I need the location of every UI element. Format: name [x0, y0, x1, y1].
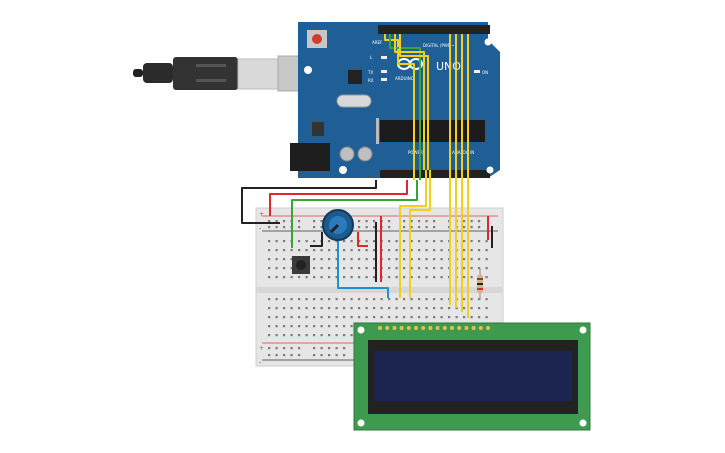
potentiometer-wiper-wire: [337, 238, 389, 298]
digital-label: DIGITAL (PWM~): [423, 43, 457, 48]
tx-label: TX: [367, 70, 373, 75]
yellow-wire-4: [394, 34, 425, 170]
push-button[interactable]: [292, 256, 310, 274]
aref-label: AREF: [372, 40, 383, 45]
pot-vcc-wire: [357, 232, 368, 247]
l-led-label: L: [370, 55, 373, 60]
potentiometer-knob[interactable]: [329, 223, 340, 234]
yellow-wire-2: [409, 170, 431, 298]
power-analog-header: [380, 170, 490, 178]
top-plus-rail-label: +: [259, 211, 264, 218]
lcd-16x2-display: [353, 322, 591, 431]
green-wire: [291, 180, 418, 248]
top-minus-rail-label: -: [259, 225, 261, 232]
microcontroller-chip: [380, 120, 485, 142]
usb-cable: [133, 55, 301, 92]
gnd-wire: [241, 180, 377, 224]
power-label: POWER: [408, 150, 423, 155]
pot-gnd-wire: [310, 232, 323, 247]
on-led-label: ON: [482, 70, 488, 75]
arduino-brand-text: ARDUINO: [395, 76, 414, 81]
arduino-model-text: UNO: [436, 60, 461, 73]
digital-header: [378, 25, 490, 34]
analog-in-label: ANALOG IN: [452, 150, 474, 155]
power-jack: [290, 143, 330, 171]
potentiometer[interactable]: [322, 209, 354, 241]
resistor: [477, 268, 483, 300]
bottom-plus-rail-label: +: [259, 345, 264, 352]
lcd-pin-header: [378, 326, 490, 330]
rx-label: RX: [368, 78, 374, 83]
5v-wire: [269, 180, 408, 216]
bottom-minus-rail-label: -: [259, 359, 261, 366]
yellow-wire-5: [399, 34, 429, 170]
wires: [241, 34, 493, 318]
green-signal-wire: [389, 34, 421, 180]
yellow-wire-1: [399, 170, 427, 298]
lcd-screen: [374, 351, 572, 401]
